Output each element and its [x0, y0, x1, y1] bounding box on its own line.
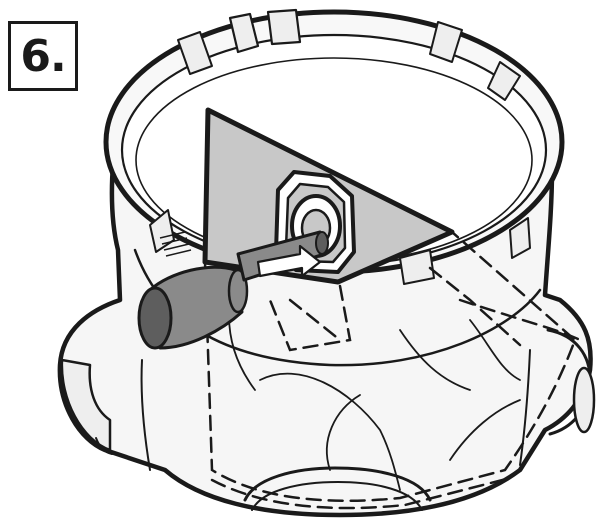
bag-hidden-outline [203, 230, 582, 510]
bag-crease-lines [228, 299, 521, 491]
step-number: 6. [20, 30, 66, 82]
step-number-box: 6. [8, 21, 78, 91]
direction-arrow-icon [256, 244, 322, 278]
